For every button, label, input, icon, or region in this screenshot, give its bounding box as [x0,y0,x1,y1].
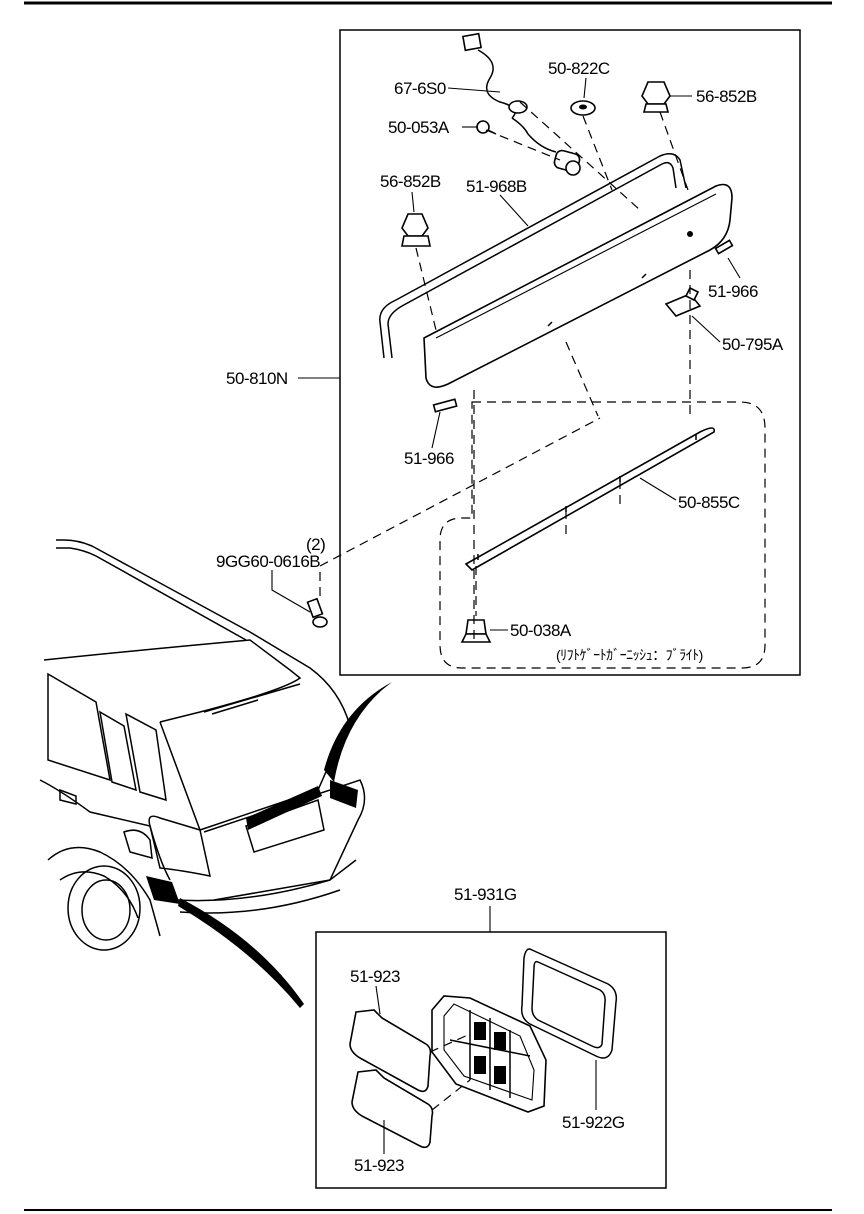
pad-left-part [432,398,458,413]
label-harness: 67-6S0 [394,79,446,98]
label-cap: 50-822C [548,59,610,78]
lens-bottom-part [351,1069,434,1149]
label-pad-left: 51-966 [404,449,454,468]
car-illustration [39,539,366,951]
label-garnish-assy: 50-810N [226,369,288,388]
label-lens-bottom: 51-923 [354,1156,404,1175]
wiring-harness [461,32,581,176]
reflector-housing [431,995,547,1113]
label-screw-top: 50-053A [388,118,450,137]
leader-lines-upper [271,77,741,631]
label-pad-right: 51-966 [708,282,758,301]
label-seal: 51-968B [466,177,527,196]
label-lens-top: 51-923 [350,967,400,986]
screw-part [476,120,497,135]
garnish-body [423,183,733,388]
callout-swoosh-upper [324,682,392,782]
lens-top-part [349,1009,432,1093]
garnish-box [339,29,801,676]
label-clip-left: 56-852B [380,172,441,191]
bolt-part [306,597,328,628]
label-moulding: 50-855C [678,493,740,512]
bracket-part [664,286,702,317]
label-bright-note: (ﾘﾌﾄｹﾞｰﾄｶﾞｰﾆｯｼｭ：ﾌﾞﾗｲﾄ) [556,647,703,663]
reflector-box [315,931,667,1189]
label-gasket: 51-922G [562,1113,625,1132]
gasket-part [520,948,618,1059]
label-clip-bottom: 50-038A [510,621,572,640]
clip-left-part [401,213,431,247]
label-qty-note: (2) [306,535,325,554]
label-bracket: 50-795A [722,335,784,354]
clip-top-right-part [641,81,671,113]
bright-garnish-dashed-box [439,401,766,669]
pad-right-part [714,239,734,255]
label-clip-top-right: 56-852B [696,87,757,106]
label-bolt: 9GG60-0616B [216,552,320,571]
clip-bottom-part [460,619,492,643]
callout-swoosh-lower [178,898,304,1008]
label-reflector-assy: 51-931G [454,885,517,904]
moulding-strip [464,427,716,571]
assembly-guides [319,101,691,640]
seal-strip [379,153,687,359]
